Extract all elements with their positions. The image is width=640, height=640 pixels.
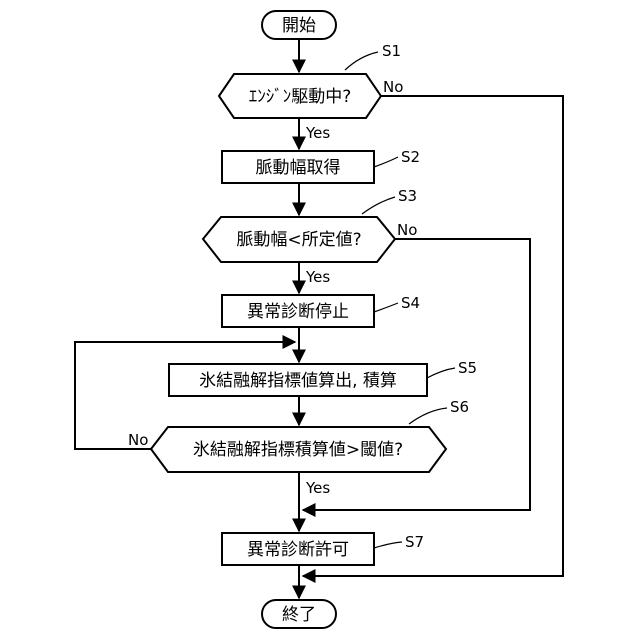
s5-step-leader bbox=[427, 368, 455, 378]
s7-label: 異常診断許可 bbox=[247, 540, 349, 560]
s3-yes-label: Yes bbox=[305, 268, 330, 286]
s6-step-id: S6 bbox=[450, 398, 469, 416]
s5-step-id: S5 bbox=[458, 359, 477, 377]
s2-label: 脈動幅取得 bbox=[256, 158, 341, 178]
s6-yes-label: Yes bbox=[305, 479, 330, 497]
s3-no-label: No bbox=[397, 221, 417, 239]
s2-step-id: S2 bbox=[401, 148, 420, 166]
end-label: 終了 bbox=[282, 605, 316, 625]
s3-step-id: S3 bbox=[398, 187, 417, 205]
s4-label: 異常診断停止 bbox=[247, 302, 349, 322]
s6-label: 氷結融解指標積算値>閾値? bbox=[193, 440, 403, 460]
s5-label: 氷結融解指標値算出, 積算 bbox=[199, 371, 397, 391]
s6-no-label: No bbox=[128, 431, 148, 449]
s4-step-leader bbox=[374, 303, 398, 312]
s2-step-leader bbox=[374, 157, 398, 167]
s7-step-id: S7 bbox=[405, 533, 424, 551]
start-label: 開始 bbox=[282, 16, 316, 36]
s1-label: ｴﾝｼﾞﾝ駆動中? bbox=[249, 87, 352, 107]
s4-step-id: S4 bbox=[401, 294, 420, 312]
s1-yes-label: Yes bbox=[305, 124, 330, 142]
s3-step-leader bbox=[362, 197, 395, 214]
s1-no-label: No bbox=[383, 78, 403, 96]
s1-step-leader bbox=[345, 52, 378, 70]
s1-step-id: S1 bbox=[382, 42, 401, 60]
s7-step-leader bbox=[374, 542, 402, 548]
s6-step-leader bbox=[409, 408, 447, 424]
s3-label: 脈動幅<所定値? bbox=[236, 230, 361, 250]
